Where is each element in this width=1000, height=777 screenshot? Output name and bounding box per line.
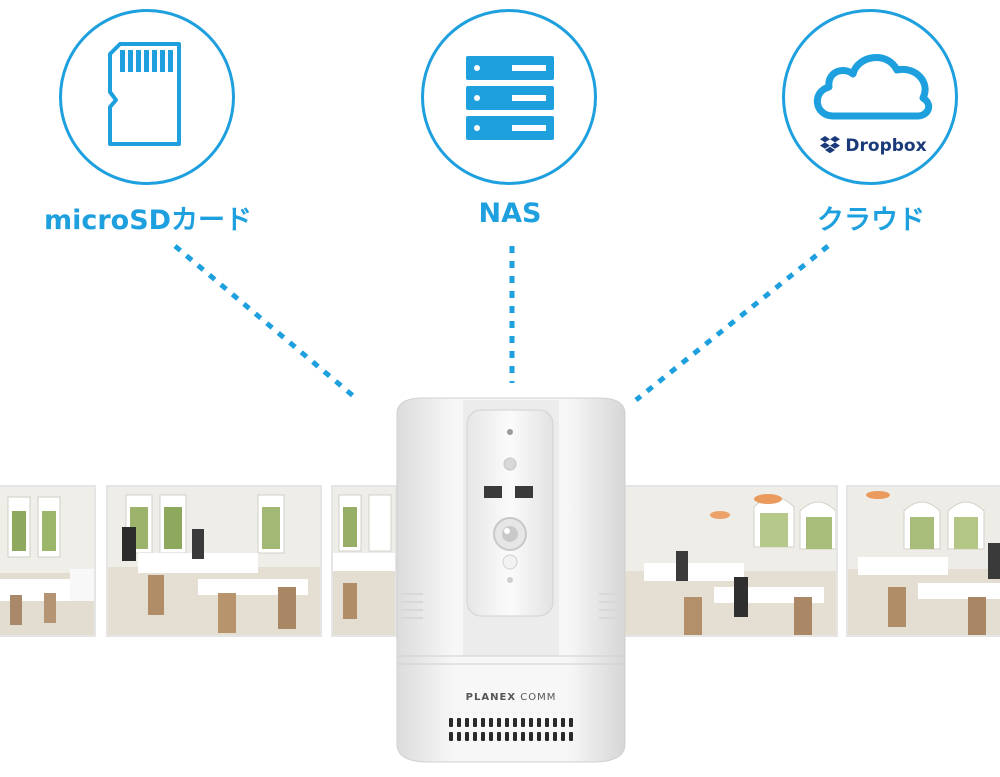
dropbox-logo-icon (820, 136, 841, 154)
cloud-option-circle: Dropbox (782, 9, 958, 185)
restaurant-photo-2 (106, 485, 322, 637)
restaurant-photo-5 (846, 485, 1000, 637)
camera-brand-sub: COMM (520, 692, 557, 703)
nas-option-circle (421, 9, 597, 185)
cloud-label: クラウド (817, 205, 925, 236)
nas-server-icon (466, 56, 554, 140)
cloud-icon (814, 54, 933, 120)
camera-brand-main: PLANEX (465, 692, 517, 703)
restaurant-photo-1 (0, 485, 96, 637)
pan-tilt-camera: PLANEX COMM (393, 394, 629, 766)
microsd-label: microSDカード (43, 205, 253, 236)
nas-label: NAS (478, 198, 542, 229)
restaurant-photo-3 (331, 485, 397, 637)
dropbox-label: Dropbox (845, 136, 927, 156)
restaurant-photo-4 (622, 485, 838, 637)
microsd-card-icon (108, 42, 181, 146)
microsd-option-circle (59, 9, 235, 185)
